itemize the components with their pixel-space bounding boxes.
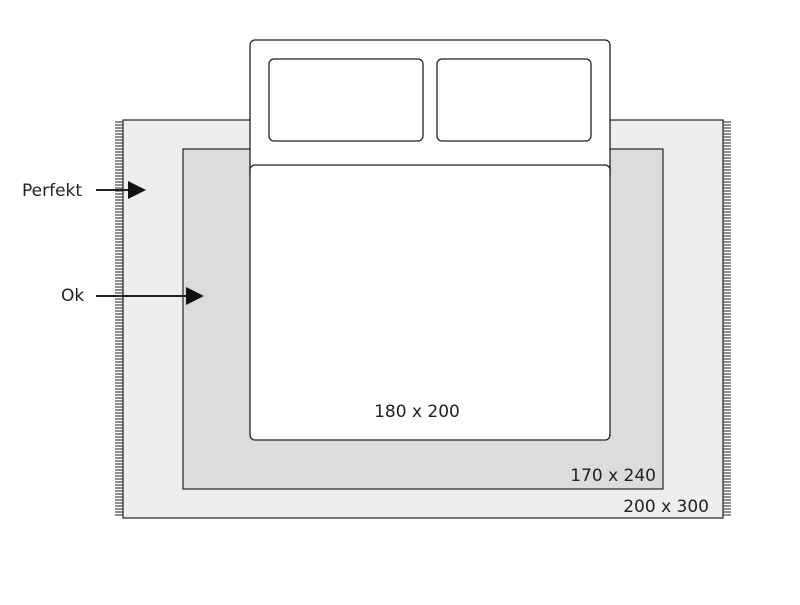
- large-rug-size-label: 200 x 300: [623, 497, 709, 517]
- small-rug-size-label: 170 x 240: [570, 466, 656, 486]
- ok-label: Ok: [61, 286, 84, 306]
- rug-fringe: [115, 121, 731, 516]
- pillow-right: [436, 58, 592, 142]
- pillow-left: [268, 58, 424, 142]
- perfekt-label: Perfekt: [22, 181, 82, 201]
- mattress: [249, 164, 611, 441]
- perfekt-arrow-icon: [128, 181, 146, 199]
- bed-size-label: 180 x 200: [374, 402, 460, 422]
- ok-arrow-icon: [186, 287, 204, 305]
